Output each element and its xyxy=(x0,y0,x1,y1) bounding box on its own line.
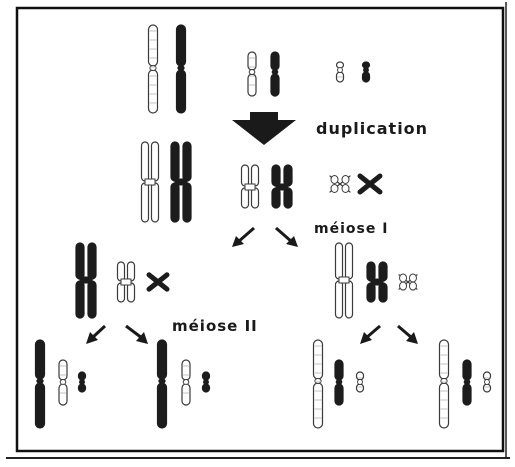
chromosome-layer xyxy=(34,24,492,429)
label-duplication: duplication xyxy=(316,119,429,138)
meiose-1-right-large xyxy=(334,242,354,319)
gamete-4 xyxy=(438,339,492,429)
meiose-1-right-medium xyxy=(366,261,388,303)
gamete-2 xyxy=(156,339,211,429)
meiose-1-left-large xyxy=(75,242,97,319)
duplication-arrow-shaft xyxy=(250,112,278,122)
meiose-1-arrow-right xyxy=(275,226,298,247)
meiose-1-left-small xyxy=(146,272,170,292)
duplication-arrow xyxy=(232,120,296,145)
label-meiose-1: méiose I xyxy=(314,221,389,237)
meiose-2-arrow-right-b xyxy=(397,324,418,344)
label-meiose-2: méiose II xyxy=(172,317,258,335)
meiose-2-arrow-left-b xyxy=(125,324,148,344)
chromosome-pair-large-initial xyxy=(147,24,187,114)
meiose-1-right-small xyxy=(398,273,418,291)
duplicated-small-pair xyxy=(329,173,383,195)
diagram-frame xyxy=(15,6,505,453)
duplicated-medium-pair xyxy=(240,164,293,209)
meiose-1-left-medium xyxy=(116,261,136,303)
chromosome-pair-medium-initial xyxy=(247,51,280,97)
gamete-1 xyxy=(34,339,87,429)
meiose-1-arrow-left xyxy=(232,226,255,247)
chromosome-pair-small-initial xyxy=(335,61,371,83)
gamete-3 xyxy=(312,339,365,429)
meiose-2-arrow-left-a xyxy=(86,324,107,344)
duplicated-large-pair xyxy=(140,141,192,223)
meiose-2-arrow-right-a xyxy=(360,324,381,344)
